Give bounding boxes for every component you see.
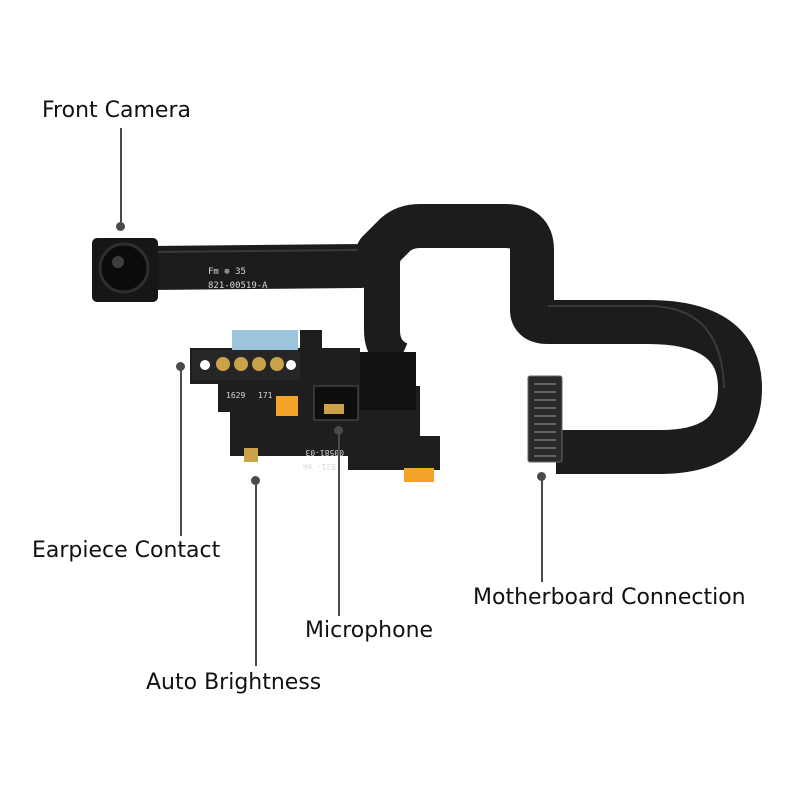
label-front-camera: Front Camera	[42, 98, 191, 123]
gold-contact-1	[216, 357, 230, 371]
flex-marking-line1: 821- mk	[302, 462, 336, 471]
leader-front-camera	[120, 128, 122, 224]
gold-contact-3	[252, 357, 266, 371]
motherboard-connector	[527, 375, 563, 463]
mount-hole-right	[286, 360, 296, 370]
leader-microphone	[338, 434, 340, 616]
board-code-b: 1629	[226, 391, 245, 400]
cable-marking-line1: Fm ⊕ 35	[208, 267, 246, 277]
dot-front-camera	[116, 222, 125, 231]
orange-tab-left	[276, 396, 298, 416]
label-auto-brightness: Auto Brightness	[146, 670, 322, 695]
camera-lens-glint	[112, 256, 124, 268]
flex-ribbon-highlight	[149, 249, 725, 389]
leader-earpiece-contact	[180, 370, 182, 536]
mount-hole-left	[200, 360, 210, 370]
connector-pins	[534, 383, 556, 457]
label-motherboard-connection: Motherboard Connection	[473, 585, 746, 610]
cable-marking-line2: 821-00519-A	[208, 281, 268, 291]
blue-tab	[232, 330, 298, 350]
board-code-a: 171	[258, 391, 273, 400]
dot-auto-brightness	[251, 476, 260, 485]
camera-lens	[98, 242, 150, 294]
flex-marking-line2: 00581-03	[305, 448, 344, 457]
dot-earpiece-contact	[176, 362, 185, 371]
brightness-sensor	[244, 448, 258, 462]
microphone-chip	[324, 404, 344, 414]
orange-tab-right	[404, 468, 434, 482]
dot-motherboard-connection	[537, 472, 546, 481]
leader-auto-brightness	[255, 484, 257, 666]
label-microphone: Microphone	[305, 618, 434, 643]
label-earpiece-contact: Earpiece Contact	[32, 538, 221, 563]
microphone-component	[313, 385, 359, 421]
proximity-block	[360, 352, 416, 410]
leader-motherboard-connection	[541, 480, 543, 582]
dot-microphone	[334, 426, 343, 435]
gold-contact-4	[270, 357, 284, 371]
earpiece-contact-strip	[192, 350, 300, 380]
gold-contact-2	[234, 357, 248, 371]
